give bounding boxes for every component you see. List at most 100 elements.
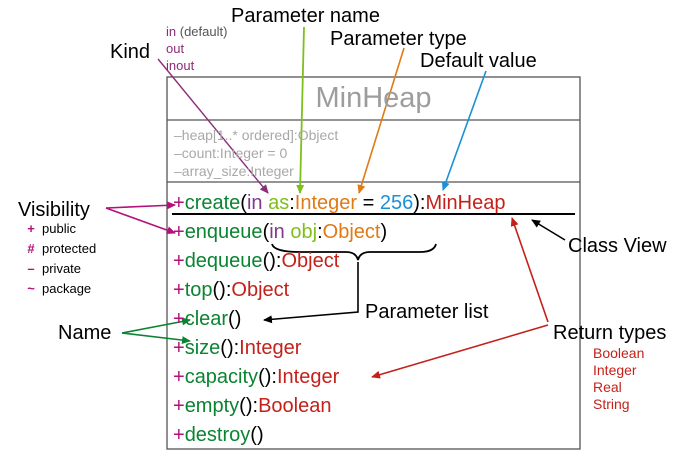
name-label: Name	[58, 322, 112, 344]
kind-option: out	[166, 42, 227, 59]
operation-compartment: +create(in as:Integer = 256):MinHeap+enq…	[173, 193, 506, 453]
op-param-type: Object	[322, 221, 381, 243]
op-return-type: Object	[281, 250, 340, 272]
op-name: clear	[184, 308, 229, 330]
name-arrow-1	[121, 317, 191, 334]
kind-option: inout	[166, 59, 227, 76]
op-paren-open: (	[228, 308, 235, 330]
op-paren-close: )	[264, 366, 272, 388]
op-return-type: Integer	[239, 337, 302, 359]
kind-arrow	[157, 58, 269, 194]
op-return-colon: :	[419, 192, 426, 214]
parameter-name-arrow	[296, 26, 305, 194]
visibility-option: + public	[20, 222, 96, 242]
return-type-example: Integer	[593, 362, 637, 378]
name-arrow-2	[121, 332, 191, 345]
visibility-arrow-2	[105, 207, 176, 235]
op-paren-open: (	[262, 221, 270, 243]
op-param-colon: :	[289, 192, 295, 214]
op-visibility: +	[173, 366, 185, 388]
class-view-label: Class View	[568, 235, 667, 257]
kind-option: in (default)	[166, 25, 227, 42]
op-paren-close: )	[256, 424, 264, 446]
op-paren-close: )	[413, 192, 420, 214]
op-return-type: Boolean	[258, 395, 332, 417]
op-paren-open: (	[262, 250, 270, 272]
op-param-kind: in	[246, 192, 263, 214]
op-param-type: Integer	[294, 192, 358, 214]
op-return-colon: :	[275, 250, 282, 272]
attribute: –array_size:Integer	[174, 163, 294, 179]
visibility-symbol: #	[27, 241, 35, 256]
operation-destroy: +destroy()	[173, 425, 506, 453]
visibility-symbol: –	[27, 261, 35, 276]
default-value-arrow	[441, 70, 487, 191]
default-value-label: Default value	[420, 50, 537, 72]
visibility-label: Visibility	[18, 199, 90, 221]
op-return-type: Object	[231, 279, 290, 301]
op-visibility: +	[173, 192, 185, 214]
class-name: MinHeap	[315, 82, 432, 114]
op-paren-open: (	[212, 279, 220, 301]
op-paren-open: (	[239, 395, 246, 417]
op-visibility: +	[173, 395, 185, 417]
visibility-option-label: private	[42, 261, 82, 276]
kind-keyword: out	[166, 41, 185, 56]
op-name: capacity	[184, 366, 259, 388]
class-view-arrow	[531, 219, 566, 241]
visibility-symbol: ~	[27, 281, 35, 296]
attribute: –heap[1..* ordered]:Object	[174, 127, 339, 143]
parameter-list-arrow	[263, 262, 359, 324]
kind-keyword: inout	[166, 58, 195, 73]
op-name: size	[184, 337, 221, 359]
visibility-option-label: public	[42, 221, 76, 236]
op-visibility: +	[173, 250, 185, 272]
kind-options-list: in (default)out inout	[166, 25, 227, 76]
return-types-label: Return types	[553, 322, 667, 344]
op-paren-close: )	[219, 279, 226, 301]
op-paren-open: (	[250, 424, 257, 446]
visibility-arrow-1	[105, 201, 176, 210]
op-return-type: Integer	[276, 366, 340, 388]
op-return-colon: :	[233, 337, 240, 359]
op-return-colon: :	[225, 279, 232, 301]
visibility-symbol: +	[27, 221, 35, 236]
kind-keyword: in	[166, 24, 177, 39]
parameter-list-brace	[271, 243, 437, 261]
op-paren-close: )	[380, 221, 388, 243]
kind-label: Kind	[110, 41, 151, 63]
attribute-compartment: –heap[1..* ordered]:Object –count:Integer…	[174, 128, 338, 182]
visibility-option-label: package	[42, 281, 92, 296]
return-types-arrow-2	[371, 324, 549, 379]
op-name: empty	[184, 395, 240, 417]
op-visibility: +	[173, 279, 185, 301]
op-return-colon: :	[252, 395, 259, 417]
class-box	[166, 76, 581, 450]
attribute: –count:Integer = 0	[174, 145, 288, 161]
visibility-option: ~ package	[20, 282, 96, 302]
op-paren-close: )	[245, 395, 253, 417]
op-visibility: +	[173, 337, 185, 359]
op-name: destroy	[184, 424, 251, 446]
operation-capacity: +capacity():Integer	[173, 367, 506, 396]
op-name: dequeue	[184, 250, 263, 272]
parameter-list-label: Parameter list	[365, 301, 489, 323]
op-paren-open: (	[240, 192, 247, 214]
op-default-equals: =	[357, 192, 380, 214]
op-paren-close: )	[226, 337, 234, 359]
operation-clear: +clear()	[173, 309, 506, 338]
op-return-colon: :	[271, 366, 277, 388]
visibility-option: –private	[20, 262, 96, 282]
op-return-type: MinHeap	[425, 192, 506, 214]
op-paren-close: )	[234, 308, 242, 330]
parameter-type-arrow	[357, 47, 405, 194]
operation-size: +size():Integer	[173, 338, 506, 367]
op-name: create	[184, 192, 241, 214]
op-name: enqueue	[184, 221, 263, 243]
return-types-arrow-1	[510, 217, 549, 323]
visibility-option-label: protected	[42, 241, 97, 256]
op-paren-open: (	[258, 366, 265, 388]
